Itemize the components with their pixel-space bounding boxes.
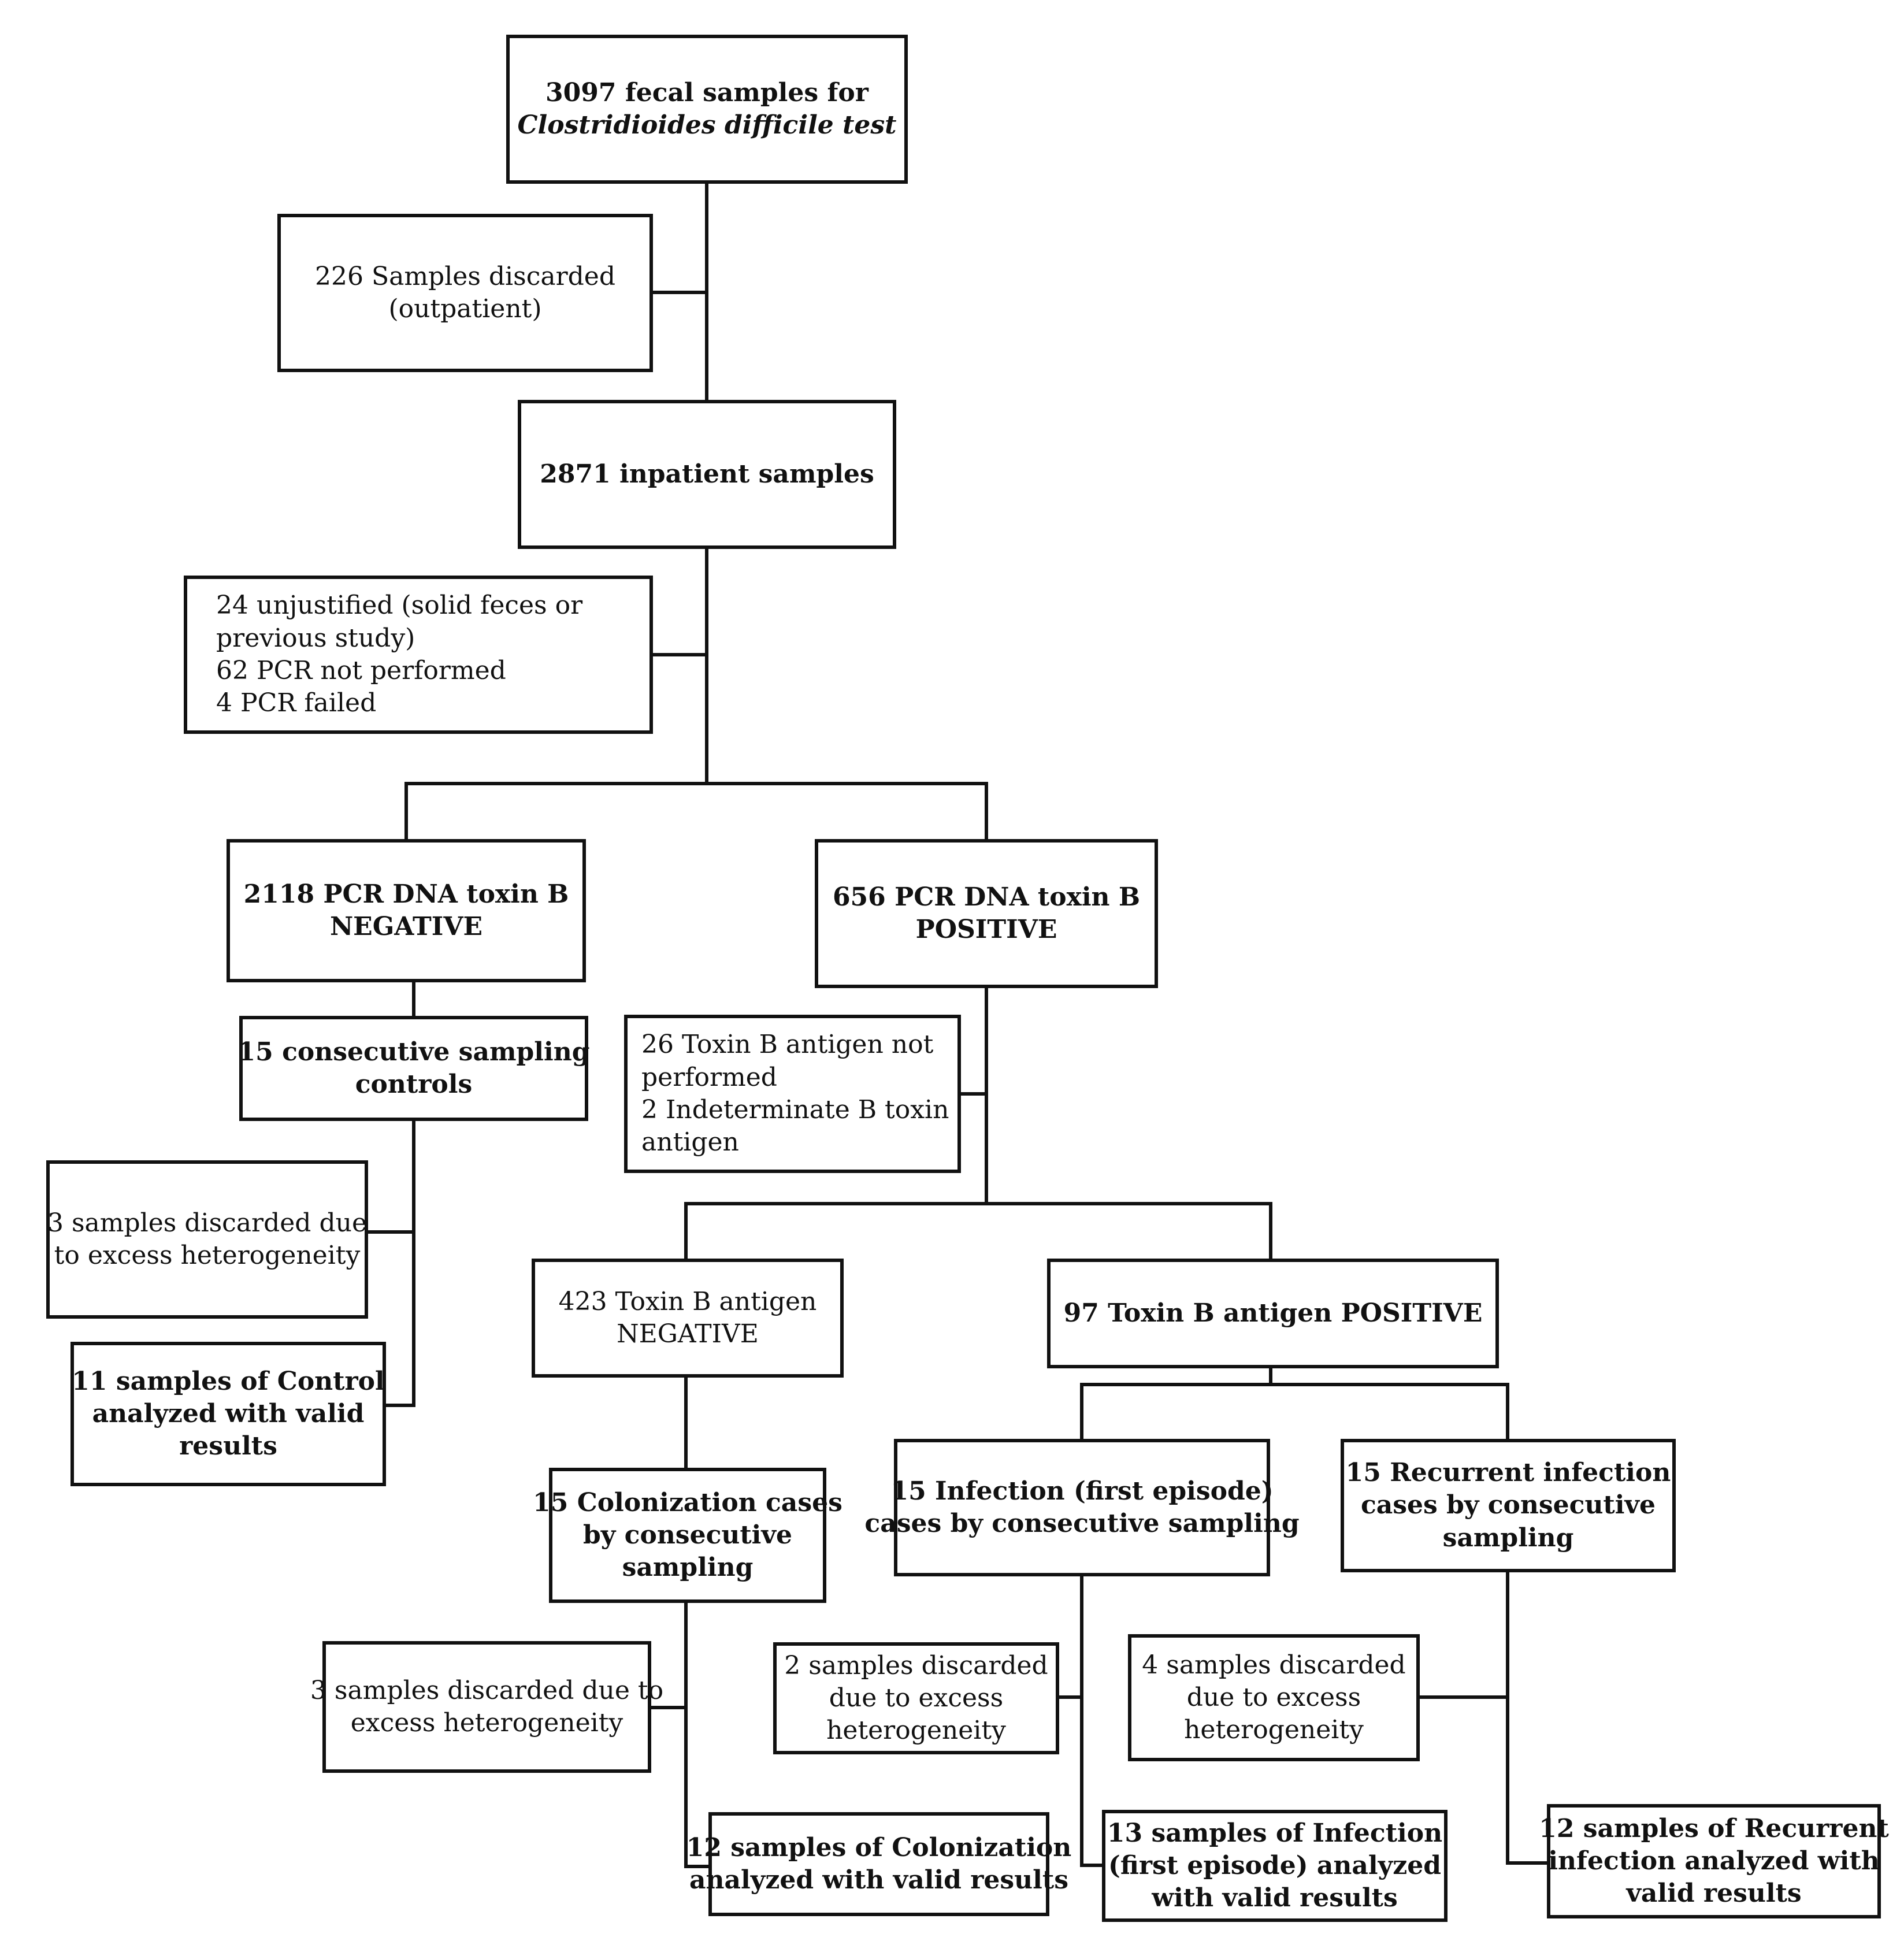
connector-colonization-trunk [684,1600,712,1868]
pcr-negative-box: 2118 PCR DNA toxin B NEGATIVE [227,839,586,982]
infection-box: 15 Infection (first episode) cases by co… [864,1439,1300,1576]
inpatient-samples-box: 2871 inpatient samples [518,400,896,549]
antigen-positive-box: 97 Toxin B antigen POSITIVE [1047,1259,1499,1368]
colonization-discarded-box: 3 samples discarded due to excess hetero… [310,1641,663,1773]
control-discarded-box: 3 samples discarded due to excess hetero… [46,1160,368,1319]
antigen-excluded-box: 26 Toxin B antigen not performed 2 Indet… [624,1015,961,1173]
controls-box: 15 consecutive sampling controls [238,1016,589,1121]
antigen-negative-box: 423 Toxin B antigen NEGATIVE [532,1259,844,1378]
recurrent-box: 15 Recurrent infection cases by consecut… [1341,1439,1676,1572]
outpatient-discarded-box: 226 Samples discarded (outpatient) [277,214,653,372]
organism-name: Clostridioides difficile test [517,110,897,140]
pcr-positive-box: 656 PCR DNA toxin B POSITIVE [815,839,1158,988]
connector-controls-trunk [383,1118,415,1407]
connector-recurrent-trunk [1506,1569,1550,1865]
infection-discarded-box: 2 samples discarded due to excess hetero… [773,1642,1059,1754]
colonization-valid-box: 12 samples of Colonization analyzed with… [686,1812,1071,1916]
infection-valid-box: 13 samples of Infection (first episode) … [1102,1810,1448,1922]
connector-infection-trunk [1080,1573,1105,1867]
control-valid-box: 11 samples of Control analyzed with vali… [70,1342,386,1486]
excluded-samples-box: 24 unjustified (solid feces or previous … [184,576,653,734]
connector-infection-recurrent-split [1080,1383,1509,1441]
recurrent-discarded-box: 4 samples discarded due to excess hetero… [1128,1634,1420,1761]
total-samples-count: 3097 fecal samples for [545,77,869,107]
recurrent-valid-box: 12 samples of Recurrent infection analyz… [1539,1804,1889,1918]
colonization-box: 15 Colonization cases by consecutive sam… [533,1468,842,1603]
total-samples-box: 3097 fecal samples for Clostridioides di… [506,35,908,184]
connector-split-antigen [684,1202,1272,1260]
connector-split-pcr [404,782,988,841]
